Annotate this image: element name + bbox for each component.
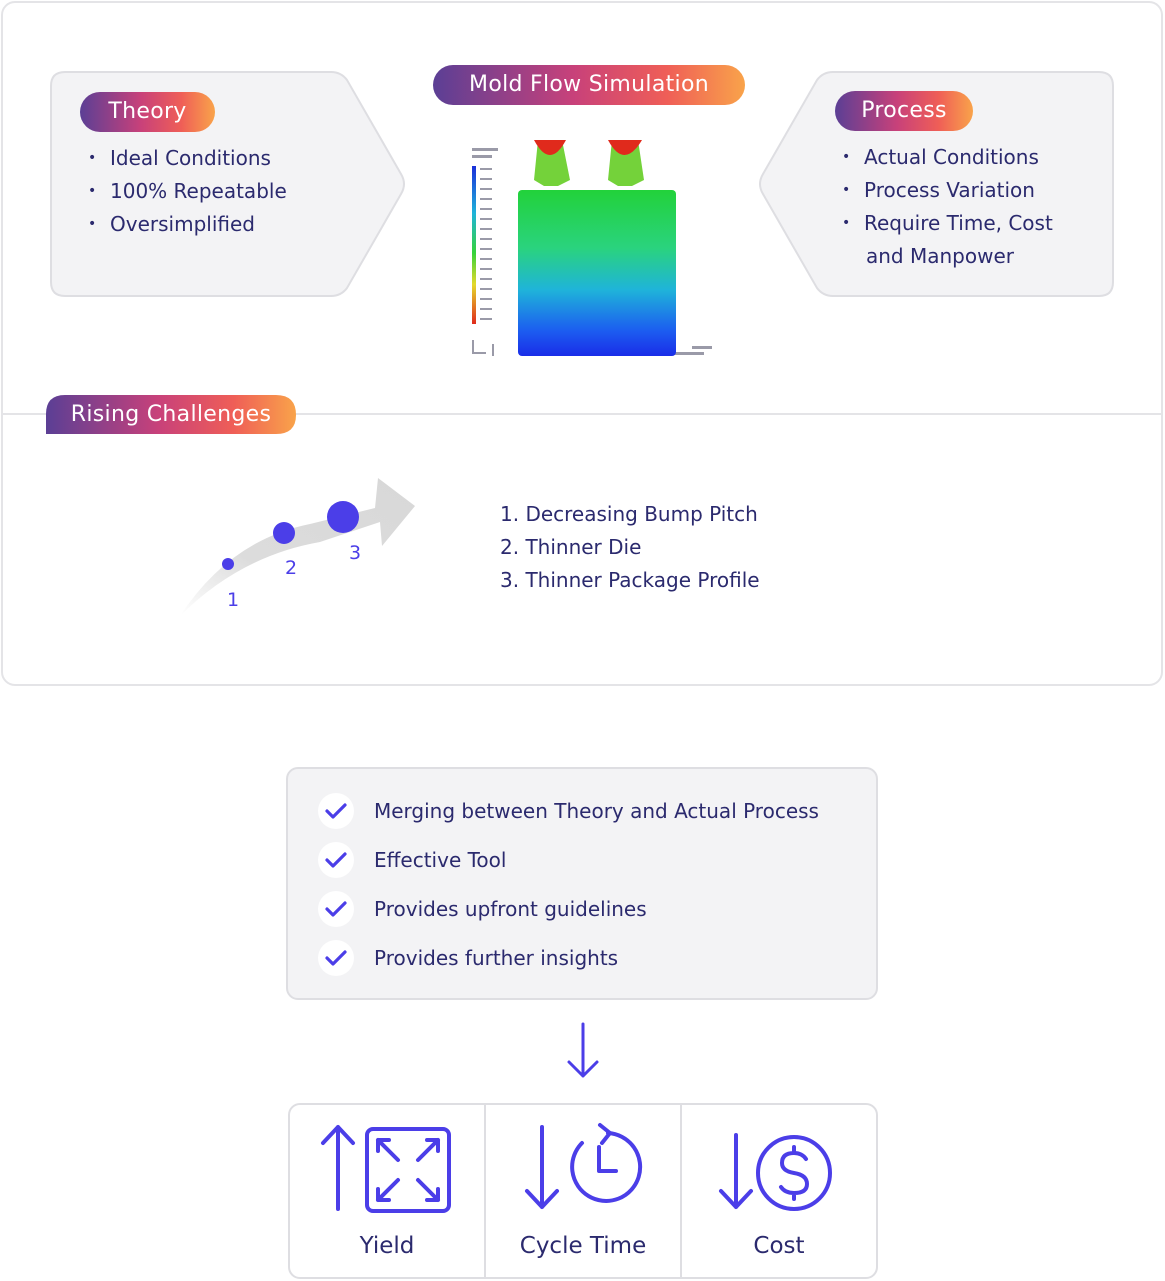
mold-flow-simulation-image [472, 140, 712, 356]
metric-cost: Cost [680, 1105, 876, 1277]
cycle-time-down-icon [525, 1123, 643, 1209]
theory-list: Ideal Conditions 100% Repeatable Oversim… [88, 142, 287, 241]
check-icon [318, 793, 354, 829]
check-icon [318, 891, 354, 927]
process-item-continued: and Manpower [866, 244, 1014, 268]
challenge-item: 1. Decreasing Bump Pitch [500, 502, 758, 526]
challenge-marker-label-3: 3 [349, 542, 362, 564]
challenge-marker-1 [222, 558, 234, 570]
metrics-panel: Yield Cycle Time Cost [288, 1103, 878, 1279]
check-icon [318, 842, 354, 878]
benefit-text: Effective Tool [374, 848, 507, 872]
challenge-marker-2 [273, 522, 295, 544]
metric-label: Cycle Time [519, 1233, 647, 1259]
process-list: Actual Conditions Process Variation Requ… [842, 141, 1053, 273]
benefit-row: Merging between Theory and Actual Proces… [318, 793, 819, 829]
metric-label: Yield [359, 1233, 415, 1259]
process-item: and Manpower [842, 240, 1053, 273]
benefits-panel: Merging between Theory and Actual Proces… [286, 767, 878, 1000]
process-item: Process Variation [842, 174, 1053, 207]
benefit-text: Provides further insights [374, 946, 619, 970]
check-icon [318, 940, 354, 976]
arrow-down-icon [567, 1022, 599, 1078]
challenge-marker-label-1: 1 [227, 589, 240, 611]
metric-cycle-time: Cycle Time [484, 1105, 680, 1277]
section-divider [1, 413, 1163, 415]
challenge-marker-label-2: 2 [285, 557, 298, 579]
benefit-row: Effective Tool [318, 842, 506, 878]
metric-label: Cost [753, 1233, 805, 1259]
challenge-item: 3. Thinner Package Profile [500, 568, 760, 592]
theory-item: 100% Repeatable [88, 175, 287, 208]
progression-arrow-graphic [180, 478, 415, 616]
yield-up-icon [321, 1125, 451, 1213]
process-item: Require Time, Cost [842, 207, 1053, 240]
simulation-title: Mold Flow Simulation [433, 65, 745, 105]
cost-down-icon [719, 1133, 832, 1211]
rising-challenges-title: Rising Challenges [70, 402, 272, 427]
rising-challenges-banner [46, 395, 296, 434]
process-item: Actual Conditions [842, 141, 1053, 174]
benefit-text: Provides upfront guidelines [374, 897, 647, 921]
benefit-row: Provides further insights [318, 940, 618, 976]
theory-title: Theory [80, 92, 215, 132]
benefit-text: Merging between Theory and Actual Proces… [374, 799, 819, 823]
theory-item: Ideal Conditions [88, 142, 287, 175]
process-title: Process [835, 91, 973, 131]
metric-yield: Yield [290, 1105, 484, 1277]
challenge-item: 2. Thinner Die [500, 535, 642, 559]
challenge-marker-3 [327, 501, 359, 533]
challenges-list: 1. Decreasing Bump Pitch 2. Thinner Die … [500, 498, 760, 597]
theory-item: Oversimplified [88, 208, 287, 241]
benefit-row: Provides upfront guidelines [318, 891, 647, 927]
